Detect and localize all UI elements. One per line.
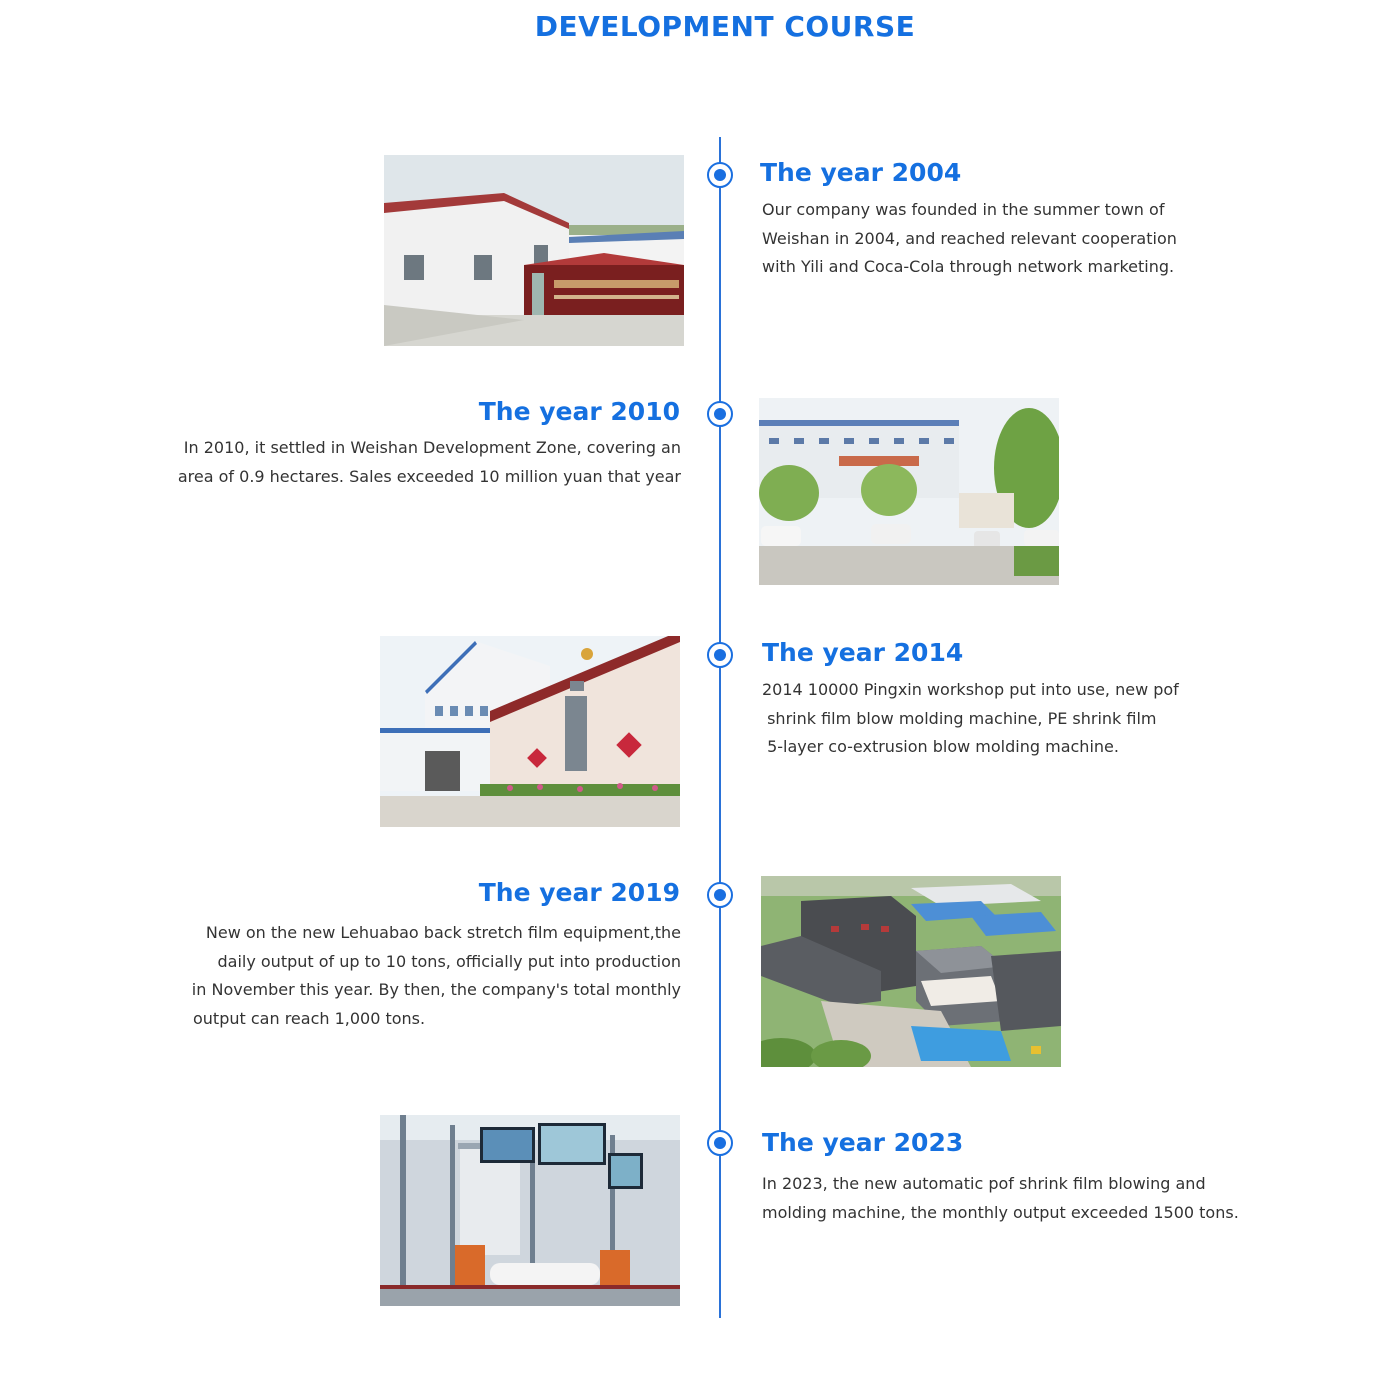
workshop-building-photo: [380, 636, 680, 827]
film-blowing-machine-photo: [380, 1115, 680, 1306]
milestone-year: The year 2019: [478, 878, 680, 907]
milestone-description: Our company was founded in the summer to…: [762, 196, 1177, 282]
description-line: molding machine, the monthly output exce…: [762, 1202, 1239, 1222]
description-line: output can reach 1,000 tons.: [193, 1008, 426, 1028]
factory-courtyard-photo: [759, 398, 1059, 585]
description-line: Our company was founded in the summer to…: [762, 200, 1165, 219]
timeline-line: [719, 137, 721, 1318]
description-line: area of 0.9 hectares. Sales exceeded 10 …: [177, 466, 681, 486]
description-line: In 2010, it settled in Weishan Developme…: [183, 438, 681, 457]
milestone-description: In 2023, the new automatic pof shrink fi…: [762, 1170, 1239, 1227]
description-line: 5-layer co-extrusion blow molding machin…: [762, 737, 1119, 756]
timeline-dot-icon: [707, 1130, 733, 1156]
milestone-year: The year 2010: [478, 397, 680, 426]
timeline-dot-icon: [707, 642, 733, 668]
milestone-description: In 2010, it settled in Weishan Developme…: [120, 434, 681, 491]
factory-gate-photo: [384, 155, 684, 346]
description-line: shrink film blow molding machine, PE shr…: [762, 708, 1157, 728]
description-line: In 2023, the new automatic pof shrink fi…: [762, 1174, 1206, 1193]
aerial-factory-photo: [761, 876, 1061, 1067]
page-title: DEVELOPMENT COURSE: [534, 10, 916, 43]
description-line: New on the new Lehuabao back stretch fil…: [205, 923, 681, 942]
description-line: with Yili and Coca-Cola through network …: [762, 257, 1175, 276]
description-line: 2014 10000 Pingxin workshop put into use…: [762, 680, 1179, 699]
milestone-year: The year 2014: [762, 638, 964, 667]
timeline-dot-icon: [707, 162, 733, 188]
description-line: in November this year. By then, the comp…: [191, 980, 681, 999]
milestone-year: The year 2004: [760, 158, 962, 187]
milestone-description: 2014 10000 Pingxin workshop put into use…: [762, 676, 1179, 762]
milestone-year: The year 2023: [762, 1128, 964, 1157]
timeline-dot-icon: [707, 882, 733, 908]
description-line: daily output of up to 10 tons, officiall…: [217, 951, 681, 971]
timeline-dot-icon: [707, 401, 733, 427]
milestone-description: New on the new Lehuabao back stretch fil…: [120, 919, 681, 1033]
description-line: Weishan in 2004, and reached relevant co…: [762, 228, 1177, 248]
